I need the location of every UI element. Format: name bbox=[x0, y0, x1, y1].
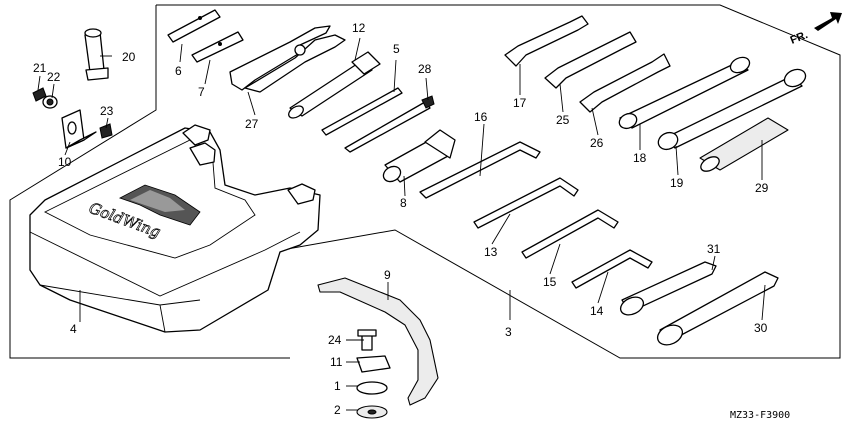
callout-8: 8 bbox=[400, 196, 407, 210]
callout-9: 9 bbox=[384, 268, 391, 282]
hex-key-15 bbox=[521, 209, 619, 259]
callout-15: 15 bbox=[543, 275, 557, 289]
bracket-10 bbox=[61, 109, 97, 149]
ring-wrench-18 bbox=[618, 56, 751, 130]
left-frame bbox=[9, 5, 290, 359]
bolt-21 bbox=[32, 87, 47, 102]
wrench-6 bbox=[167, 9, 221, 43]
callout-2: 2 bbox=[334, 403, 341, 417]
callout-14: 14 bbox=[590, 304, 604, 318]
callouts: 6 7 27 12 5 28 8 20 21 22 23 10 4 16 13 … bbox=[33, 21, 769, 417]
screwdriver-blade-28 bbox=[344, 95, 435, 153]
tool-case: GoldWing bbox=[29, 124, 321, 333]
callout-12: 12 bbox=[352, 21, 366, 35]
wrench-25 bbox=[544, 31, 637, 89]
callout-1: 1 bbox=[334, 379, 341, 393]
callout-25: 25 bbox=[556, 113, 570, 127]
callout-30: 30 bbox=[754, 321, 768, 335]
wrench-7 bbox=[191, 31, 244, 63]
strap bbox=[317, 277, 439, 406]
spanner-31 bbox=[619, 261, 717, 316]
callout-6: 6 bbox=[175, 64, 182, 78]
wrench-17 bbox=[504, 15, 589, 67]
callout-16: 16 bbox=[474, 110, 488, 124]
callout-13: 13 bbox=[484, 245, 498, 259]
bolt-24 bbox=[357, 329, 377, 351]
washer-1 bbox=[356, 381, 388, 395]
hex-key-13 bbox=[473, 177, 579, 229]
spanner-30 bbox=[656, 271, 779, 346]
callout-11: 11 bbox=[330, 355, 343, 369]
brand-emblem bbox=[118, 184, 201, 226]
ring-wrench-19 bbox=[657, 68, 807, 151]
tool-bag bbox=[699, 117, 789, 172]
hex-key-14 bbox=[571, 249, 653, 289]
callout-7: 7 bbox=[198, 85, 205, 99]
callout-19: 19 bbox=[670, 176, 684, 190]
callout-5: 5 bbox=[393, 42, 400, 56]
grommet-20 bbox=[84, 28, 109, 81]
leader-lines bbox=[37, 37, 766, 411]
callout-18: 18 bbox=[633, 151, 647, 165]
socket-wrench bbox=[288, 51, 381, 119]
callout-29: 29 bbox=[755, 181, 769, 195]
washer-22 bbox=[42, 95, 58, 109]
diagram-code: MZ33-F3900 bbox=[730, 410, 790, 421]
pliers bbox=[229, 25, 346, 93]
screwdriver-blade-5 bbox=[321, 87, 403, 136]
screwdriver-handle bbox=[382, 129, 456, 183]
front-direction-label: FR. bbox=[789, 29, 810, 47]
callout-17: 17 bbox=[513, 96, 527, 110]
callout-28: 28 bbox=[418, 62, 432, 76]
callout-22: 22 bbox=[47, 70, 61, 84]
callout-26: 26 bbox=[590, 136, 604, 150]
wrench-26 bbox=[579, 53, 671, 113]
callout-3: 3 bbox=[505, 325, 512, 339]
washer-2 bbox=[356, 405, 388, 419]
hex-key-16 bbox=[419, 141, 541, 199]
callout-31: 31 bbox=[707, 242, 721, 256]
callout-27: 27 bbox=[245, 117, 259, 131]
callout-24: 24 bbox=[328, 333, 342, 347]
callout-10: 10 bbox=[58, 155, 72, 169]
plate-11 bbox=[356, 355, 391, 373]
callout-4: 4 bbox=[70, 322, 77, 336]
callout-21: 21 bbox=[33, 61, 47, 75]
front-arrow-icon bbox=[814, 12, 842, 31]
callout-20: 20 bbox=[122, 50, 136, 64]
callout-23: 23 bbox=[100, 104, 114, 118]
